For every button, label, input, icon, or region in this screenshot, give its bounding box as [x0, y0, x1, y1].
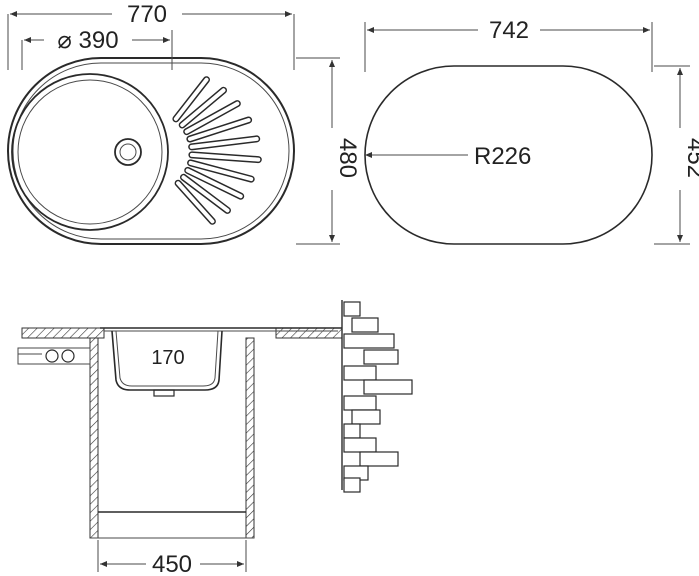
sink-bowl-inner [17, 79, 163, 225]
label-sink-width: 770 [127, 1, 167, 28]
brick [343, 423, 361, 439]
dimension-cutout-depth: 452 [654, 65, 699, 245]
knob-2 [61, 349, 75, 363]
drainer-rib-inner [176, 181, 215, 224]
brick [351, 409, 381, 425]
drainer-rib-inner [173, 77, 209, 121]
brick-wall [343, 301, 413, 493]
drainer-rib-inner [188, 160, 254, 182]
brick [343, 333, 395, 349]
drainer-rib-inner [180, 88, 226, 127]
cabinet-wall-right [245, 337, 255, 539]
label-cutout-radius: R226 [474, 143, 531, 170]
drainer-rib-inner [189, 152, 261, 162]
sink-top-view [7, 57, 295, 245]
brick [343, 395, 377, 411]
label-sink-depth: 480 [334, 138, 361, 178]
dimension-bowl-diameter: ⌀ 390 [21, 27, 173, 70]
brick [343, 301, 361, 317]
brick [363, 349, 399, 365]
label-bowl-diameter: ⌀ 390 [57, 27, 118, 54]
sink-bowl [11, 73, 169, 231]
brick [343, 477, 361, 493]
drainer-rib-inner [185, 168, 243, 199]
drainer-rib-inner [181, 175, 230, 213]
drainer-rib-inner [184, 101, 240, 134]
countertop-right [275, 327, 343, 339]
brick [363, 379, 413, 395]
dimension-cutout-width: 742 [364, 17, 653, 72]
brick [343, 437, 377, 453]
label-cabinet-width: 450 [152, 551, 192, 576]
brick [359, 451, 399, 467]
cutout-template: R226 [364, 65, 653, 245]
drain-fitting [153, 389, 175, 397]
brick [351, 317, 379, 333]
dimension-cabinet-width: 450 [97, 540, 247, 576]
brick [343, 365, 377, 381]
drainer-ribs [172, 76, 262, 225]
label-cutout-width: 742 [489, 17, 529, 44]
dimension-sink-width: 770 [7, 1, 295, 70]
sink-outer-rim [7, 57, 295, 245]
countertop-left [21, 327, 105, 339]
drainer-rib-inner [189, 136, 259, 149]
cabinet-wall-left [89, 337, 99, 539]
dimension-sink-depth: 480 [296, 57, 361, 245]
side-drawer [17, 347, 91, 365]
label-bowl-height: 170 [151, 347, 184, 369]
drain-hole [114, 138, 142, 166]
drainer-rib-inner [187, 118, 251, 141]
sink-inner-rim [12, 62, 290, 240]
drain-hole-inner [119, 143, 137, 161]
label-cutout-depth: 452 [682, 138, 699, 178]
knob-1 [45, 349, 59, 363]
section-view [17, 300, 413, 539]
